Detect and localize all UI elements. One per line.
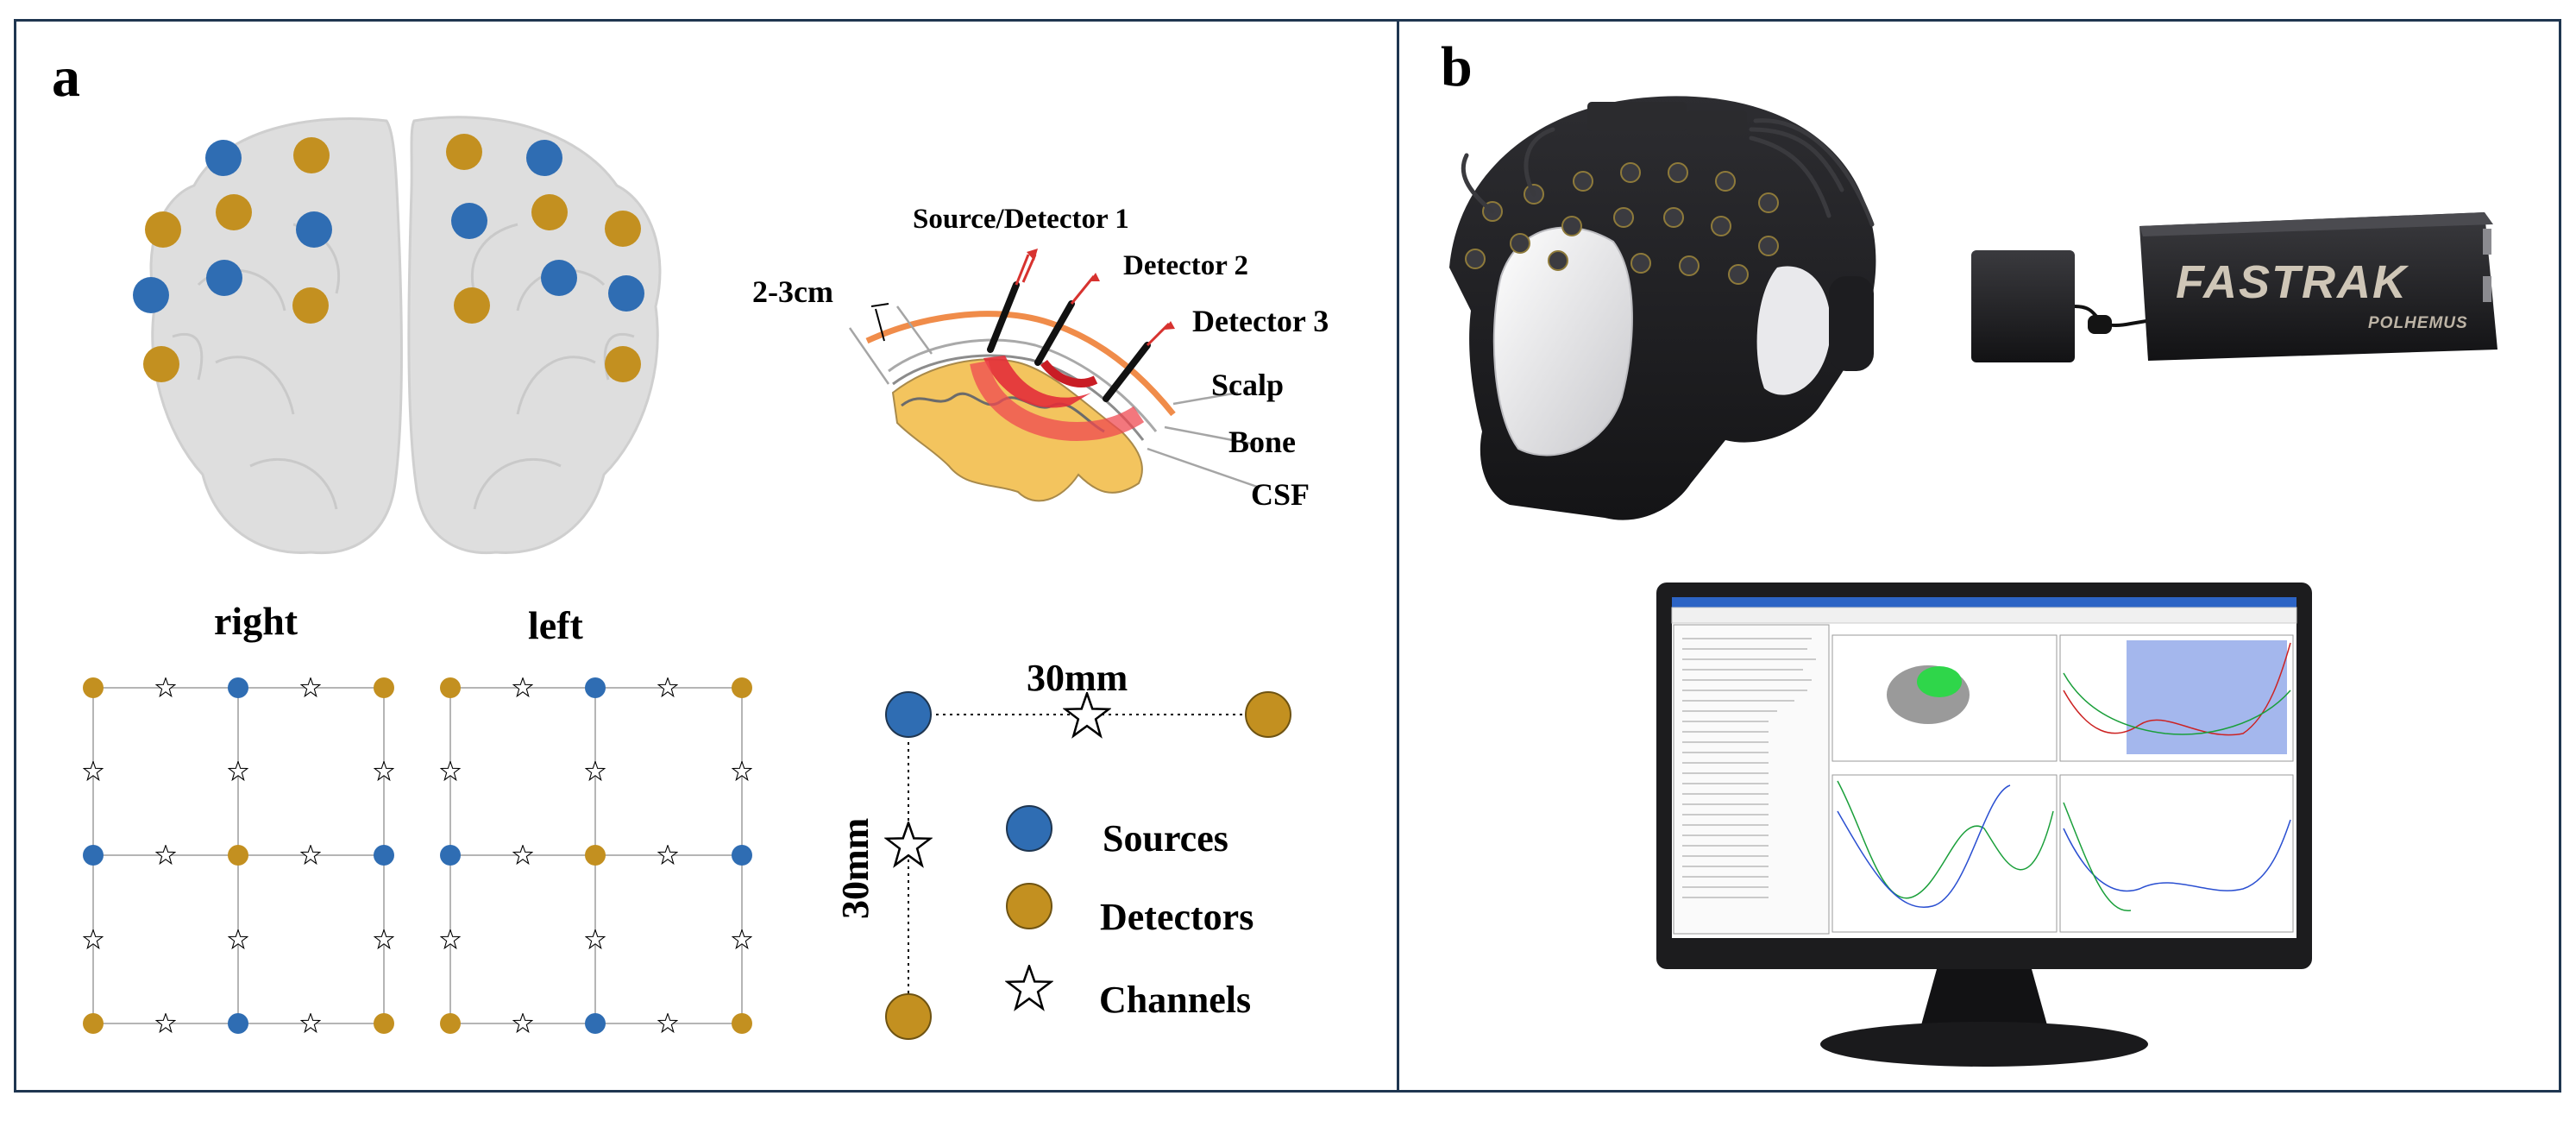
grid-label-right: right <box>214 599 298 643</box>
label-csf: CSF <box>1251 477 1310 512</box>
fastrak-maker: POLHEMUS <box>2368 314 2468 332</box>
spacing-horizontal-label: 30mm <box>1027 657 1128 699</box>
panel-b <box>1397 19 2561 1093</box>
optode-grid-right <box>83 677 394 1034</box>
legend-detectors: Detectors <box>1100 896 1253 938</box>
fastrak-tracking-system-photo: FASTRAK POLHEMUS <box>1971 212 2497 362</box>
tissue-cross-section <box>848 249 1260 502</box>
grid-label-left: left <box>528 603 584 647</box>
legend-channels: Channels <box>1099 979 1251 1021</box>
optode-grid-left <box>440 677 752 1034</box>
legend <box>1006 805 1052 1010</box>
label-source-detector-1: Source/Detector 1 <box>913 204 1129 235</box>
legend-sources: Sources <box>1103 817 1228 860</box>
label-bone: Bone <box>1228 425 1296 459</box>
spacing-vertical-label: 30mm <box>834 818 876 919</box>
panel-b-label: b <box>1441 35 1473 98</box>
label-scalp: Scalp <box>1211 368 1284 402</box>
label-depth: 2-3cm <box>752 274 833 309</box>
label-detector-3: Detector 3 <box>1192 304 1329 338</box>
brain-optodes <box>133 134 644 382</box>
label-detector-2: Detector 2 <box>1123 250 1248 281</box>
brain-illustration <box>133 116 662 555</box>
monitor-software-screenshot <box>1656 583 2312 1067</box>
panel-a-label: a <box>52 46 80 109</box>
fastrak-brand: FASTRAK <box>2176 256 2410 308</box>
fnirs-cap-photo <box>1449 96 1876 520</box>
spacing-diagram <box>885 691 1291 1040</box>
